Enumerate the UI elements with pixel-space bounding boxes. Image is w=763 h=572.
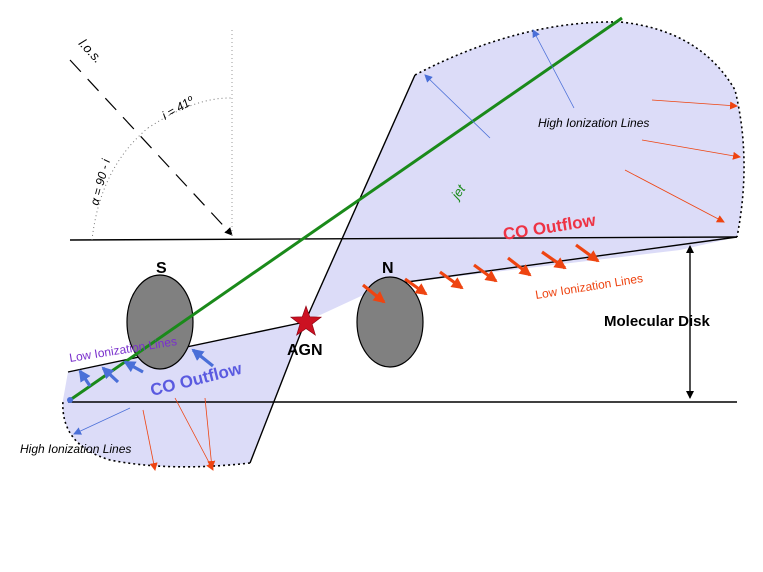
co-outflow-south-arrow	[78, 369, 92, 387]
north-hil-arrow	[624, 169, 725, 223]
north-hil-arrow	[424, 74, 491, 139]
disk-top-line	[69, 236, 738, 241]
high-ionization-south-label: High Ionization Lines	[20, 442, 131, 456]
south-label: S	[156, 260, 167, 277]
co-outflow-north-arrow	[361, 283, 386, 304]
co-outflow-south-arrow	[101, 366, 120, 384]
south-hil-arrow	[174, 397, 214, 471]
south-hil-arrow	[73, 407, 131, 435]
north-ionization-cone	[305, 21, 745, 323]
co-outflow-north-arrow	[404, 277, 428, 296]
agn-star	[289, 305, 323, 336]
co-outflow-south-arrow	[191, 348, 214, 368]
north-molecular-blob	[356, 276, 424, 368]
agn-label: AGN	[287, 342, 323, 359]
south-molecular-blob	[126, 274, 194, 370]
south-hil-arrow	[142, 409, 158, 471]
molecular-disk-label: Molecular Disk	[604, 313, 711, 330]
alpha-label: α = 90 - i	[87, 157, 113, 207]
north-hil-arrow	[532, 29, 575, 109]
high-ionization-north-label: High Ionization Lines	[538, 116, 649, 130]
north-hil-arrow	[641, 139, 741, 160]
cone-edge-south	[249, 321, 306, 464]
los-label: l.o.s.	[76, 36, 106, 66]
co-outflow-north-arrow	[575, 243, 600, 263]
south-hil-arrow	[204, 397, 216, 469]
co-outflow-north-arrow	[439, 270, 464, 290]
north-cone-cap	[414, 21, 745, 238]
south-cone-cap	[62, 399, 251, 468]
south-ionization-cone	[62, 322, 306, 467]
low-ionization-north-label: Low Ionization Lines	[534, 271, 644, 302]
north-hil-arrow	[651, 99, 738, 110]
co-outflow-south-arrow	[123, 360, 144, 374]
los-dashed-line	[69, 59, 233, 236]
inclination-label: i = 41º	[160, 93, 197, 122]
north-label: N	[382, 260, 394, 277]
co-outflow-north-arrow	[507, 256, 532, 277]
jet-line	[69, 16, 623, 402]
co-outflow-north-arrow	[473, 263, 498, 283]
jet-tip-south	[67, 397, 73, 403]
co-outflow-north-arrow	[541, 250, 567, 270]
